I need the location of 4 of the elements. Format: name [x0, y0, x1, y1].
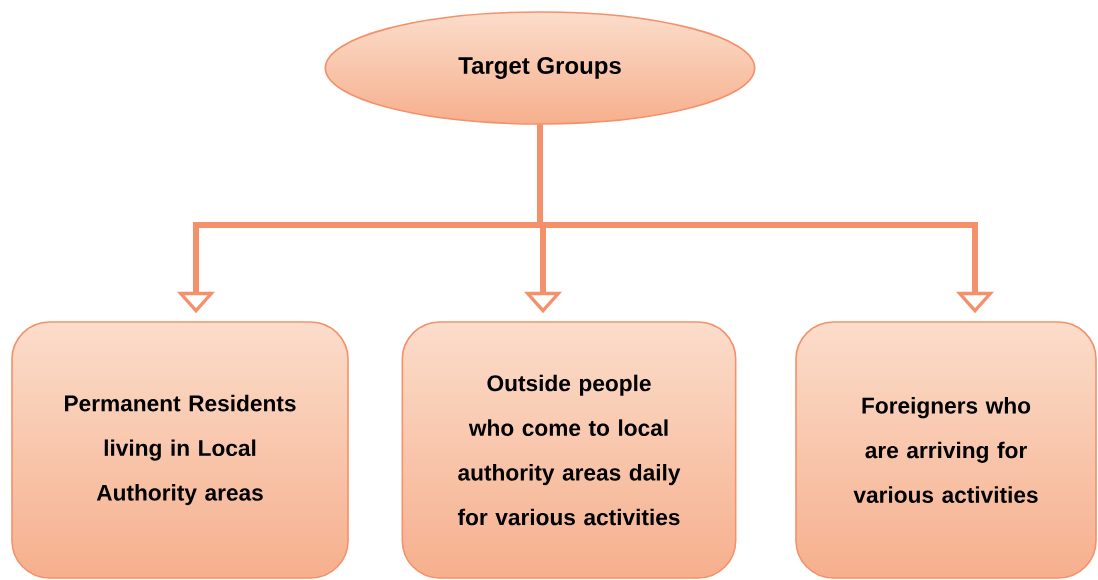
oval-node: Target Groups [324, 11, 756, 125]
rounded-box: Foreigners who are arriving for various activities [795, 321, 1097, 579]
rounded-box: Permanent Residents living in Local Authority areas [11, 321, 349, 579]
rounded-box: Outside people who come to local authority areas daily for various activities [401, 321, 737, 579]
